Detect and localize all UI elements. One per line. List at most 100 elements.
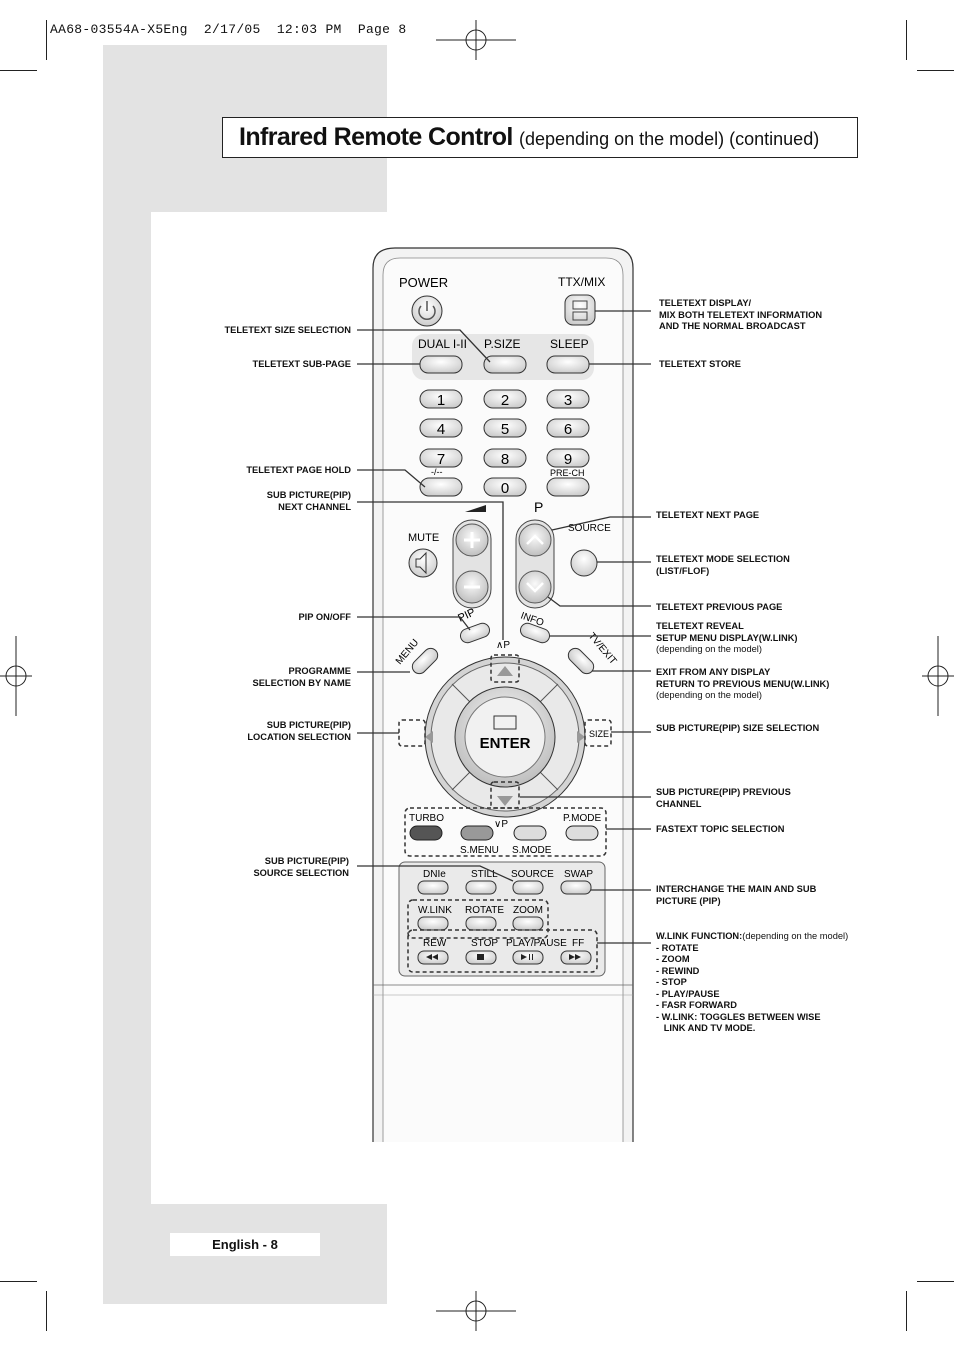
mute-label: MUTE	[408, 532, 439, 544]
label-pip-onoff: PIP ON/OFF	[298, 612, 351, 622]
dash-label: -/--	[431, 467, 443, 477]
print-header: AA68-03554A-X5Eng 2/17/05 12:03 PM Page …	[50, 22, 407, 37]
tvexit-button	[567, 647, 595, 675]
crop-mark	[906, 20, 907, 60]
label-pip-previous: SUB PICTURE(PIP) PREVIOUS CHANNEL	[656, 787, 791, 809]
ff-label: FF	[572, 938, 584, 949]
digit-6: 6	[564, 421, 572, 438]
wlink-function-head: W.LINK FUNCTION:	[656, 931, 743, 941]
rotate-button	[465, 916, 497, 931]
yellow-button	[513, 825, 547, 841]
digit-9: 9	[564, 451, 572, 468]
rew-label: REW	[423, 938, 447, 949]
reveal-note: (depending on the model)	[656, 644, 762, 654]
lower-panel	[398, 861, 606, 977]
wlink-item: - FASR FORWARD	[656, 1000, 737, 1010]
label-wlink-function: W.LINK FUNCTION:(depending on the model)…	[656, 931, 848, 1035]
label-teletext-reveal: TELETEXT REVEAL SETUP MENU DISPLAY(W.LIN…	[656, 621, 798, 656]
label-programme-selection: PROGRAMME SELECTION BY NAME	[252, 666, 352, 688]
label-teletext-next: TELETEXT NEXT PAGE	[656, 510, 760, 520]
label-interchange: INTERCHANGE THE MAIN AND SUB PICTURE (PI…	[656, 884, 817, 906]
label-teletext-mode: TELETEXT MODE SELECTION (LIST/FLOF)	[656, 554, 790, 576]
label-teletext-size: TELETEXT SIZE SELECTION	[224, 325, 351, 335]
menu-button	[411, 647, 439, 675]
reveal-line2: SETUP MENU DISPLAY(W.LINK)	[656, 632, 798, 643]
exit-note: (depending on the model)	[656, 690, 762, 700]
label-pip-location: SUB PICTURE(PIP) LOCATION SELECTION	[247, 720, 351, 742]
sleep-button	[546, 355, 590, 374]
smenu-label: S.MENU	[460, 845, 499, 856]
crop-mark	[906, 1291, 907, 1331]
source2-button	[512, 880, 544, 895]
page-background-left	[103, 45, 151, 1304]
registration-mark-icon	[0, 636, 32, 716]
source-label: SOURCE	[568, 523, 611, 534]
playpause-button	[512, 950, 544, 965]
label-fastext: FASTEXT TOPIC SELECTION	[656, 824, 785, 834]
blue-button	[565, 825, 599, 841]
digit-2: 2	[501, 392, 509, 409]
label-pip-size: SUB PICTURE(PIP) SIZE SELECTION	[656, 723, 820, 733]
rotate-label: ROTATE	[465, 905, 504, 916]
digit-1: 1	[437, 392, 445, 409]
dual-label: DUAL I-II	[418, 337, 467, 351]
remote-control-illustration: POWER TTX/MIX DUAL I-II P.SIZE SLEEP 1 2…	[357, 247, 651, 1142]
dnie-button	[417, 880, 449, 895]
dnie-label: DNIe	[423, 869, 446, 880]
source2-label: SOURCE	[511, 869, 554, 880]
registration-mark-icon	[436, 20, 516, 60]
stop-label: STOP	[471, 938, 498, 949]
power-label: POWER	[399, 275, 448, 290]
zoom-label: ZOOM	[513, 905, 543, 916]
wlink-item: - STOP	[656, 977, 687, 987]
smode-label: S.MODE	[512, 845, 552, 856]
wlink-item: - ZOOM	[656, 954, 690, 964]
pmode-label: P.MODE	[563, 813, 601, 824]
turbo-label: TURBO	[409, 813, 444, 824]
digit-3: 3	[564, 392, 572, 409]
crop-mark	[917, 70, 954, 71]
label-teletext-display: TELETEXT DISPLAY/ MIX BOTH TELETEXT INFO…	[659, 298, 823, 331]
page-subtitle: (depending on the model) (continued)	[519, 129, 820, 149]
mute-button	[408, 548, 438, 578]
digit-7: 7	[437, 451, 445, 468]
crop-mark	[0, 1281, 37, 1282]
swap-label: SWAP	[564, 869, 593, 880]
swap-button	[560, 880, 592, 895]
digit-0: 0	[501, 480, 509, 497]
crop-mark	[0, 70, 37, 71]
exit-line2: RETURN TO PREVIOUS MENU(W.LINK)	[656, 678, 830, 689]
wlink-button	[417, 916, 449, 931]
label-pip-source: SUB PICTURE(PIP) SOURCE SELECTION	[253, 856, 349, 878]
wlink-label: W.LINK	[418, 905, 452, 916]
fastext-highlight	[404, 807, 607, 857]
ap-label: ∧P	[496, 640, 510, 651]
vp-label: ∨P	[494, 819, 508, 830]
wlink-item: - PLAY/PAUSE	[656, 988, 720, 999]
p-label: P	[534, 499, 543, 515]
digit-8: 8	[501, 451, 509, 468]
digit-5: 5	[501, 421, 509, 438]
psize-label: P.SIZE	[484, 337, 520, 351]
wlink-function-note: (depending on the model)	[742, 931, 849, 941]
crop-mark	[46, 20, 47, 60]
label-teletext-previous: TELETEXT PREVIOUS PAGE	[656, 602, 783, 612]
right-button-highlight	[584, 719, 612, 747]
label-pip-next-channel: SUB PICTURE(PIP) NEXT CHANNEL	[266, 490, 351, 512]
wlink-item: - ROTATE	[656, 942, 699, 953]
crop-mark	[917, 1281, 954, 1282]
prech-label: PRE-CH	[550, 468, 585, 478]
wlink-item: LINK AND TV MODE.	[656, 1023, 756, 1033]
label-teletext-subpage: TELETEXT SUB-PAGE	[252, 359, 351, 369]
label-exit: EXIT FROM ANY DISPLAY RETURN TO PREVIOUS…	[656, 667, 829, 702]
page-number: English - 8	[170, 1233, 320, 1256]
down-button-highlight	[490, 781, 520, 809]
info-button	[519, 622, 551, 644]
up-button-highlight	[490, 654, 520, 683]
red-button	[409, 825, 443, 841]
sleep-label: SLEEP	[550, 337, 589, 351]
wlink-item: - W.LINK: TOGGLES BETWEEN WISE	[656, 1011, 821, 1022]
page-title: Infrared Remote Control	[239, 123, 513, 151]
size-label: SIZE	[589, 729, 609, 739]
label-teletext-store: TELETEXT STORE	[659, 359, 741, 369]
